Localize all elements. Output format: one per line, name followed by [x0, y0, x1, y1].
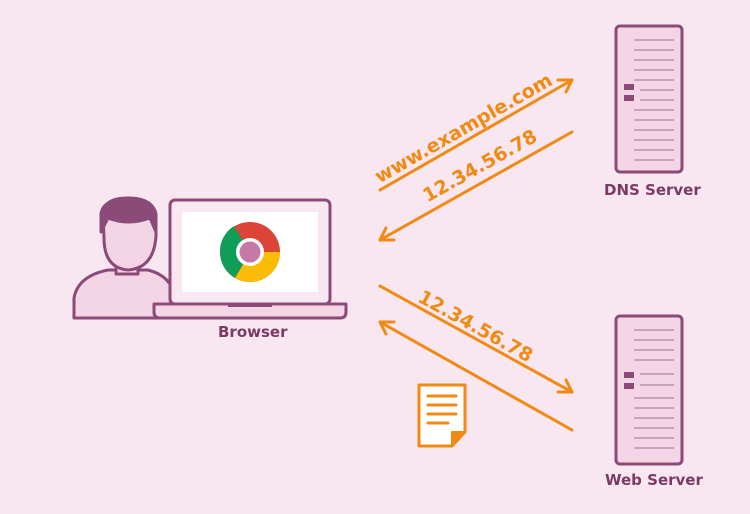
arrow-query-to-dns	[378, 78, 574, 192]
arrow-request-to-web	[378, 284, 574, 394]
web-server-icon	[614, 314, 684, 466]
dns-server-label: DNS Server	[604, 181, 701, 199]
web-server-label: Web Server	[605, 471, 703, 489]
document-icon	[417, 383, 467, 448]
browser-label: Browser	[218, 323, 288, 341]
user-icon	[72, 196, 177, 320]
arrow-response-from-web	[378, 320, 574, 432]
chrome-logo-icon	[219, 222, 280, 283]
arrow-answer-from-dns	[378, 130, 574, 242]
dns-server-icon	[614, 24, 684, 174]
